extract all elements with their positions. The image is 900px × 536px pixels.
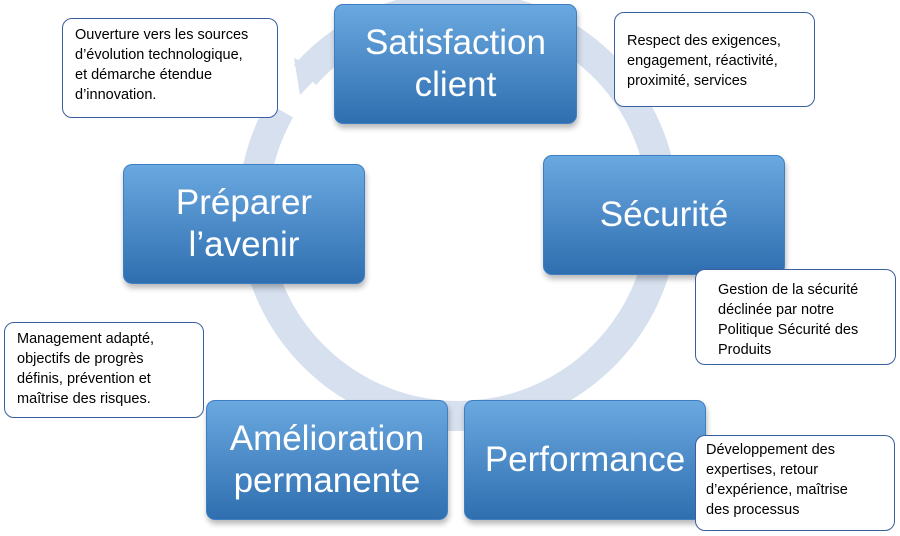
note-innovation: Ouverture vers les sources d’évolution t…	[62, 18, 278, 118]
note-securite-politique: Gestion de la sécurité déclinée par notr…	[695, 269, 896, 365]
node-securite: Sécurité	[543, 155, 785, 275]
note-management: Management adapté, objectifs de progrès …	[4, 322, 204, 418]
node-performance: Performance	[464, 400, 706, 520]
note-developpement: Développement des expertises, retour d’e…	[695, 435, 895, 531]
note-exigences: Respect des exigences, engagement, réact…	[614, 12, 815, 107]
node-satisfaction-client: Satisfaction client	[334, 4, 577, 124]
node-amelioration-permanente: Amélioration permanente	[206, 400, 448, 520]
cycle-arrowhead	[294, 58, 323, 95]
node-preparer-avenir: Préparer l’avenir	[123, 164, 365, 284]
